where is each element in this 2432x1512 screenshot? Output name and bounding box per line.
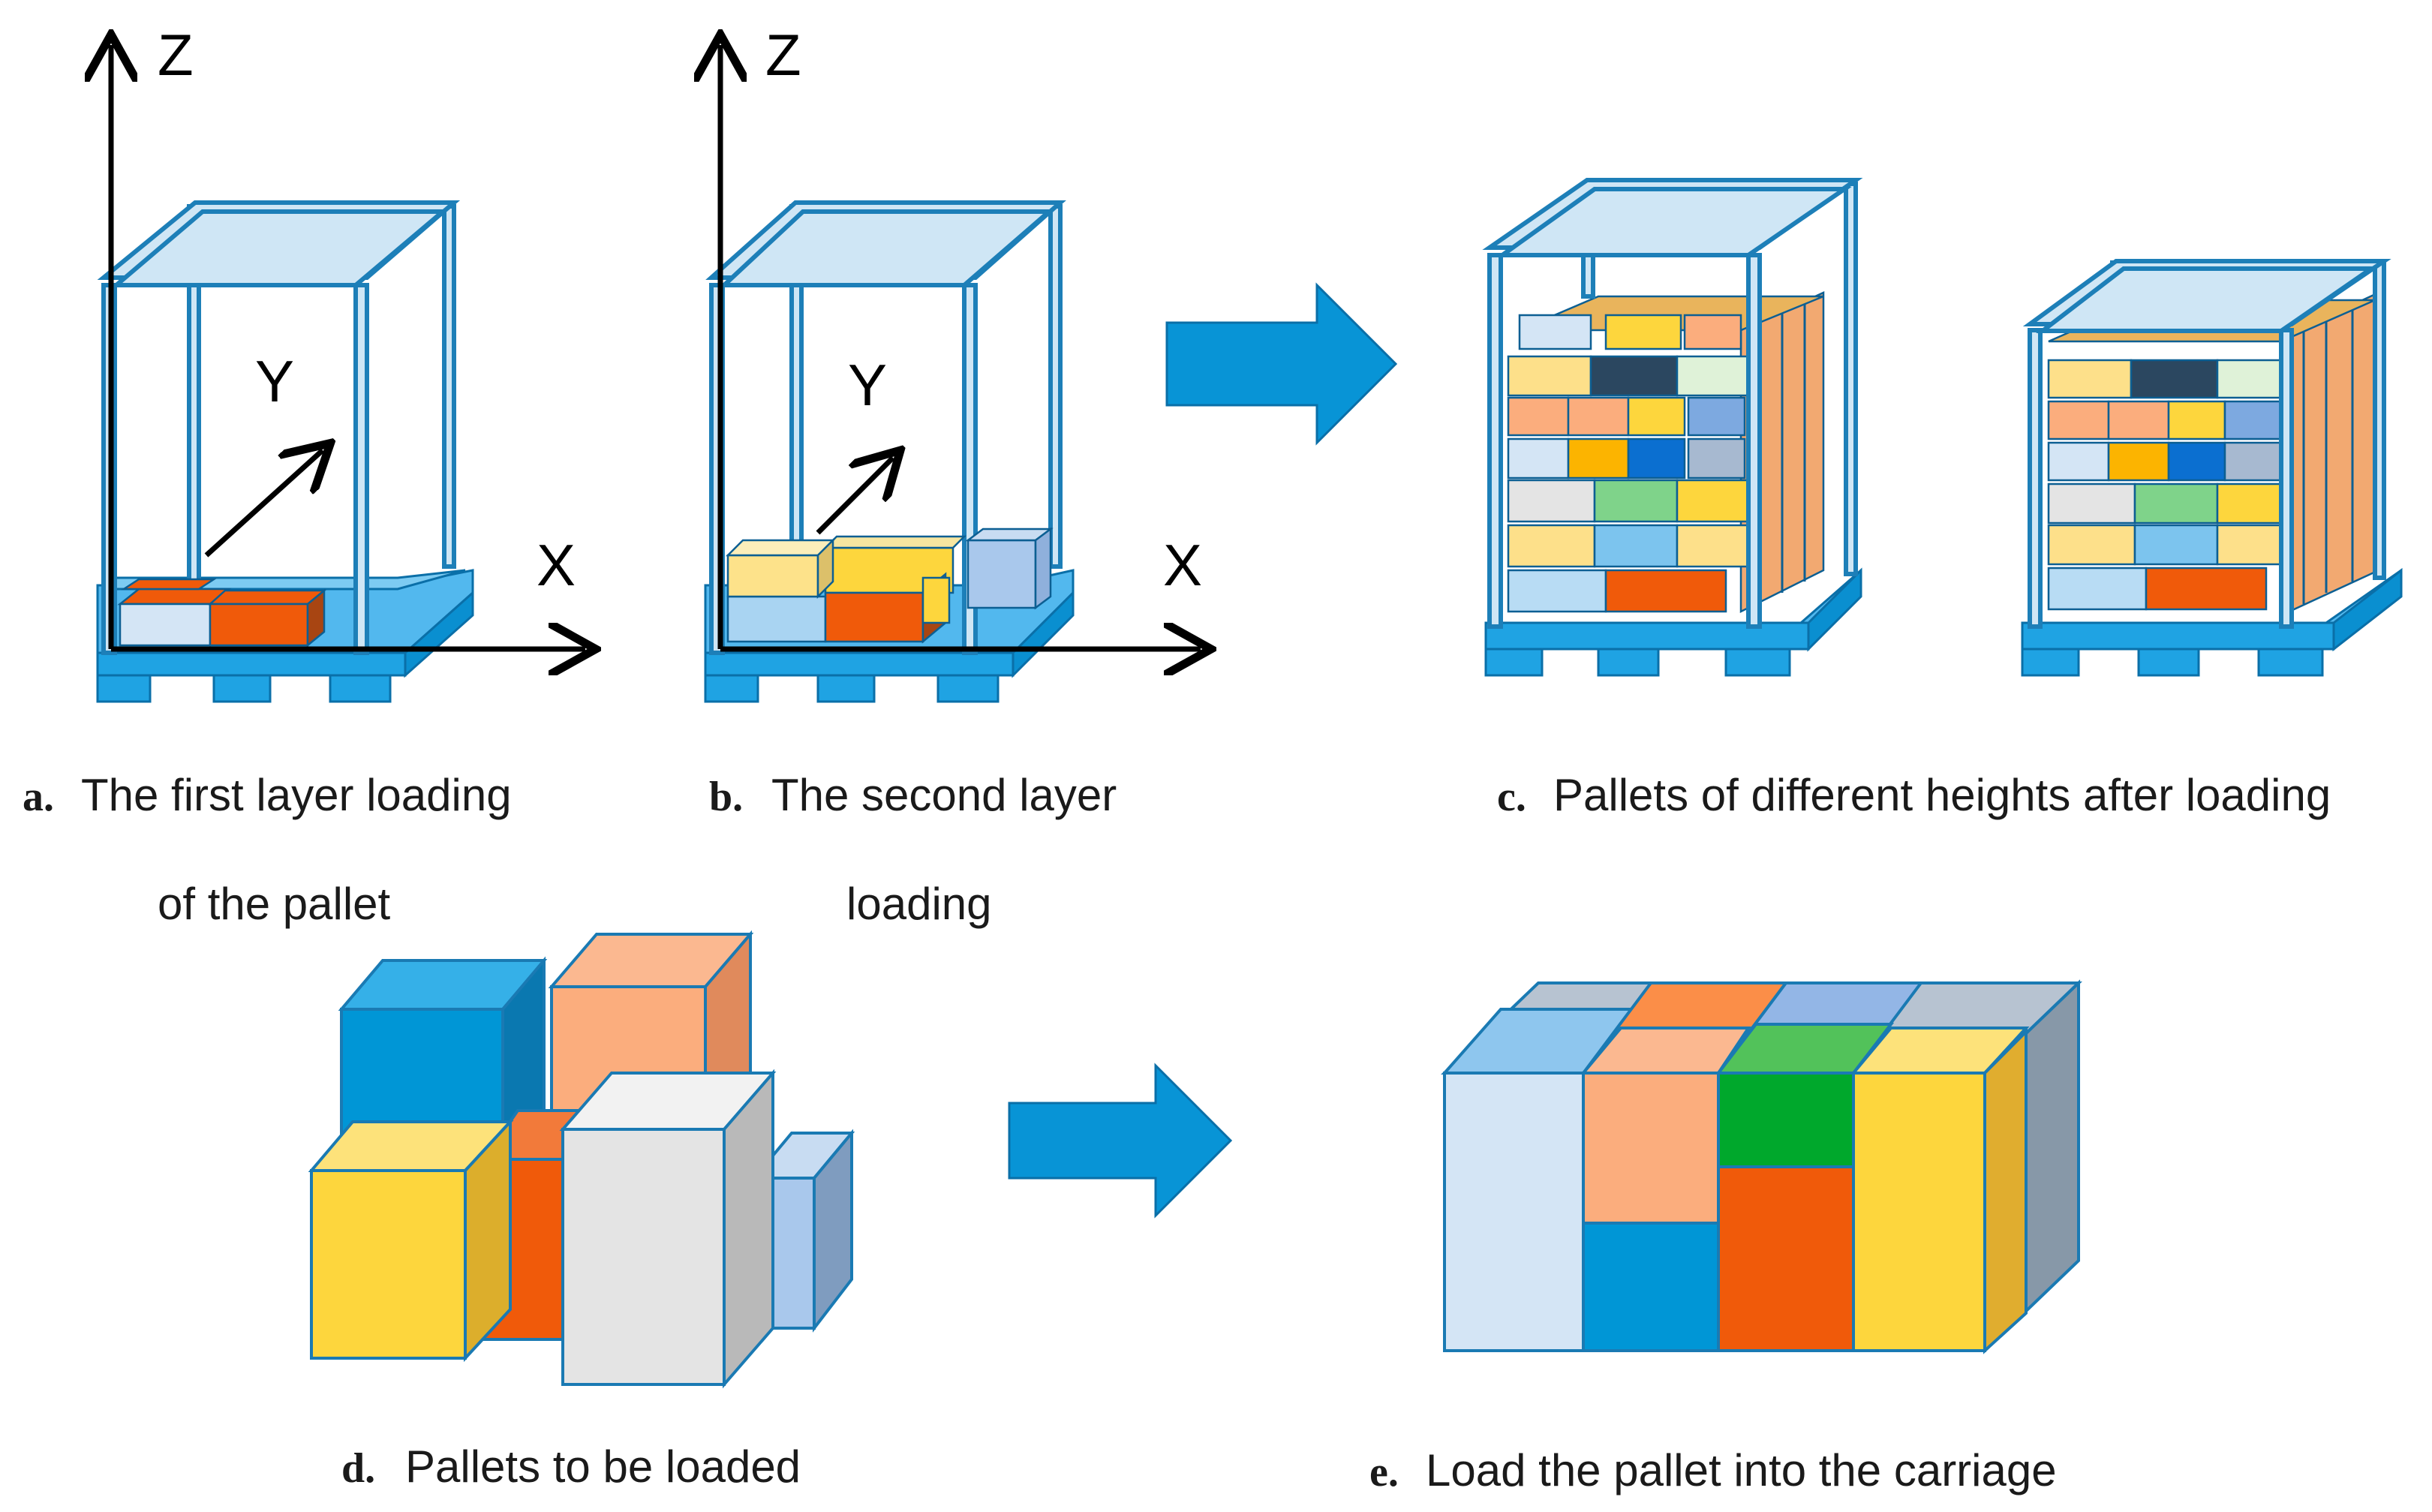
caption-e-line1: Load the pallet into the carriage bbox=[1426, 1445, 2057, 1495]
loaded-pallet-short bbox=[2021, 259, 2403, 677]
arrow-right-top bbox=[1165, 282, 1398, 446]
panel-d-pallets-to-load bbox=[308, 930, 855, 1389]
caption-c-letter: c. bbox=[1497, 774, 1526, 820]
caption-a-letter: a. bbox=[23, 774, 54, 820]
loaded-pallet-tall bbox=[1482, 178, 1863, 677]
cube-yellow bbox=[308, 1117, 514, 1363]
cube-grey bbox=[559, 1069, 777, 1389]
y-label-a: Y bbox=[255, 348, 294, 414]
caption-a-line2: of the pallet bbox=[158, 879, 391, 929]
panel-c-loaded-pallets bbox=[1482, 178, 2403, 677]
axes-a: Z Y X bbox=[111, 22, 585, 649]
caption-b: b. The second layer loading bbox=[709, 770, 1117, 929]
y-axis-b bbox=[816, 458, 893, 535]
caption-e-letter: e. bbox=[1369, 1449, 1399, 1495]
caption-d-letter: d. bbox=[341, 1445, 375, 1492]
caption-b-letter: b. bbox=[709, 774, 743, 820]
caption-c: c. Pallets of different heights after lo… bbox=[1497, 770, 2331, 820]
caption-b-line1: The second layer bbox=[771, 770, 1117, 820]
boxes-layer-b bbox=[725, 527, 1054, 644]
caption-d-line1: Pallets to be loaded bbox=[405, 1441, 801, 1492]
carriage-block-peach bbox=[1582, 1072, 1720, 1225]
panel-b-second-layer: Z Y X bbox=[705, 22, 1202, 703]
panel-a-first-layer: Z Y X bbox=[97, 22, 585, 703]
caption-a: a. The first layer loading of the pallet bbox=[23, 770, 512, 929]
boxes-layer-a bbox=[117, 578, 327, 648]
carriage-block-orange bbox=[1717, 1165, 1855, 1352]
carriage-block-lightblue bbox=[1443, 1072, 1585, 1352]
axes-b: Z Y X bbox=[720, 22, 1202, 649]
caption-a-line1: The first layer loading bbox=[81, 770, 512, 820]
caption-b-line2: loading bbox=[846, 879, 992, 929]
y-label-b: Y bbox=[848, 352, 887, 418]
x-label-a: X bbox=[537, 532, 576, 598]
frame-a bbox=[97, 200, 461, 655]
carriage-block-blue bbox=[1582, 1222, 1720, 1352]
x-label-b: X bbox=[1163, 532, 1202, 598]
z-label-b: Z bbox=[765, 22, 801, 88]
caption-d: d. Pallets to be loaded bbox=[341, 1441, 801, 1492]
caption-c-line1: Pallets of different heights after loadi… bbox=[1553, 770, 2331, 820]
carriage-block-yellow bbox=[1852, 1072, 1986, 1352]
panel-e-carriage bbox=[1441, 979, 2082, 1354]
carriage-block-green bbox=[1717, 1072, 1855, 1168]
caption-e: e. Load the pallet into the carriage bbox=[1369, 1445, 2057, 1495]
z-label-a: Z bbox=[158, 22, 194, 88]
arrow-right-bottom bbox=[1008, 1063, 1233, 1219]
frame-b bbox=[705, 200, 1066, 655]
y-axis-a bbox=[204, 450, 323, 558]
